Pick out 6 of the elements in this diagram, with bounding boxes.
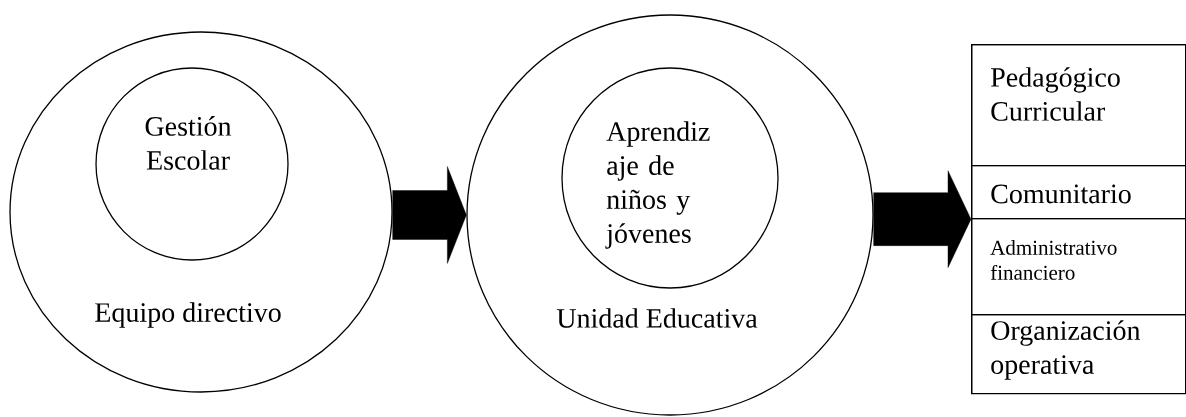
block-arrow <box>873 170 972 268</box>
category-box: Comunitario <box>971 165 1186 220</box>
category-box: Organización operativa <box>971 314 1186 395</box>
category-box: Pedagógico Curricular <box>971 44 1186 167</box>
category-box: Administrativo financiero <box>971 218 1186 316</box>
block-arrow <box>392 166 467 264</box>
